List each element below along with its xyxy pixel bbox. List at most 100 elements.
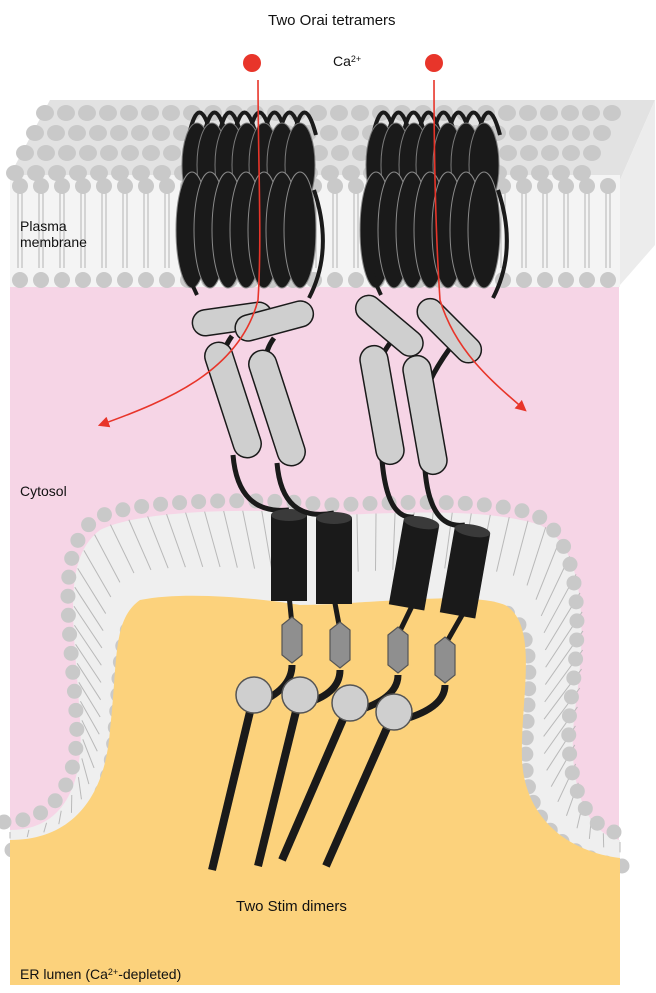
stim-sam-domain: [330, 622, 350, 668]
er-lipid-head: [172, 495, 187, 510]
stim-tm-domain: [316, 518, 352, 604]
er-lipid-head: [115, 502, 130, 517]
lipid-head: [89, 125, 107, 141]
lipid-head: [142, 145, 160, 161]
er-lipid-head: [556, 539, 571, 554]
er-lipid-head: [67, 684, 82, 699]
lipid-head: [12, 272, 28, 288]
stim-sam-domain: [282, 617, 302, 663]
er-lipid-head: [70, 533, 85, 548]
er-lipid-head: [33, 805, 48, 820]
er-lipid-head: [305, 496, 320, 511]
lipid-head: [509, 125, 527, 141]
er-lipid-head: [564, 689, 579, 704]
lipid-head: [558, 272, 574, 288]
lipid-head: [558, 178, 574, 194]
stim-sam-domain: [388, 627, 408, 673]
lipid-head: [75, 272, 91, 288]
lipid-head: [159, 272, 175, 288]
er-lipid-head: [81, 517, 96, 532]
lipid-head: [579, 178, 595, 194]
lipid-head: [561, 105, 579, 121]
lipid-head: [572, 125, 590, 141]
lipid-head: [54, 272, 70, 288]
er-lipid-head: [61, 570, 76, 585]
lipid-head: [600, 178, 616, 194]
lipid-head: [583, 145, 601, 161]
er-lipid-head: [0, 815, 12, 830]
lipid-head: [498, 105, 516, 121]
er-lipid-head: [570, 784, 585, 799]
er-lipid-head: [210, 493, 225, 508]
lipid-head: [327, 178, 343, 194]
lipid-head: [78, 105, 96, 121]
er-lipid-head: [134, 499, 149, 514]
calcium-ion-right: [425, 54, 443, 72]
er-lipid-head: [607, 825, 622, 840]
calcium-ion-left: [243, 54, 261, 72]
lipid-head: [99, 105, 117, 121]
lipid-head: [537, 272, 553, 288]
lipid-head: [499, 145, 517, 161]
er-lipid-head: [229, 493, 244, 508]
stim-tm-cap: [316, 512, 352, 524]
lipid-head: [579, 272, 595, 288]
lipid-head: [138, 272, 154, 288]
er-lipid-head: [568, 652, 583, 667]
er-lipid-head: [578, 801, 593, 816]
lipid-head: [348, 272, 364, 288]
er-lipid-head: [363, 496, 378, 511]
er-lipid-head: [324, 497, 339, 512]
lipid-head: [100, 145, 118, 161]
orai-tetramer-left: [176, 113, 323, 299]
lipid-head: [121, 145, 139, 161]
lipid-head: [582, 105, 600, 121]
er-lipid-head: [69, 722, 84, 737]
lipid-head: [47, 125, 65, 141]
lipid-head: [159, 178, 175, 194]
er-lipid-head: [68, 741, 83, 756]
er-lipid-head: [343, 497, 358, 512]
lipid-head: [600, 272, 616, 288]
er-lipid-tail: [375, 514, 376, 571]
lipid-head: [33, 178, 49, 194]
calcium-label: Ca2+: [333, 53, 361, 70]
lipid-head: [110, 125, 128, 141]
er-lipid-head: [496, 500, 511, 515]
lipid-head: [348, 178, 364, 194]
stim-ef-hand: [282, 677, 318, 713]
er-lipid-head: [514, 503, 529, 518]
lipid-head: [351, 105, 369, 121]
lipid-head: [131, 125, 149, 141]
lipid-head: [330, 105, 348, 121]
lipid-head: [540, 105, 558, 121]
lipid-head: [516, 178, 532, 194]
er-lipid-head: [62, 627, 77, 642]
er-lumen-label: ER lumen (Ca2+-depleted): [20, 966, 181, 983]
er-lipid-head: [569, 594, 584, 609]
lipid-head: [603, 105, 621, 121]
er-lipid-head: [566, 575, 581, 590]
lipid-head: [37, 145, 55, 161]
lipid-head: [141, 105, 159, 121]
lipid-head: [68, 125, 86, 141]
er-lipid-head: [48, 793, 63, 808]
lipid-head: [530, 125, 548, 141]
er-lipid-head: [58, 777, 73, 792]
lipid-head: [33, 272, 49, 288]
lipid-head: [327, 272, 343, 288]
stim-dimers-label: Two Stim dimers: [236, 898, 347, 915]
lipid-head: [12, 178, 28, 194]
er-lipid-head: [267, 494, 282, 509]
lipid-head: [138, 178, 154, 194]
lipid-head: [57, 105, 75, 121]
er-lipid-head: [61, 608, 76, 623]
lipid-head: [152, 125, 170, 141]
lipid-head: [58, 145, 76, 161]
lipid-head: [516, 272, 532, 288]
er-lipid-head: [439, 495, 454, 510]
stim-sam-domain: [435, 637, 455, 683]
er-lipid-head: [561, 727, 576, 742]
